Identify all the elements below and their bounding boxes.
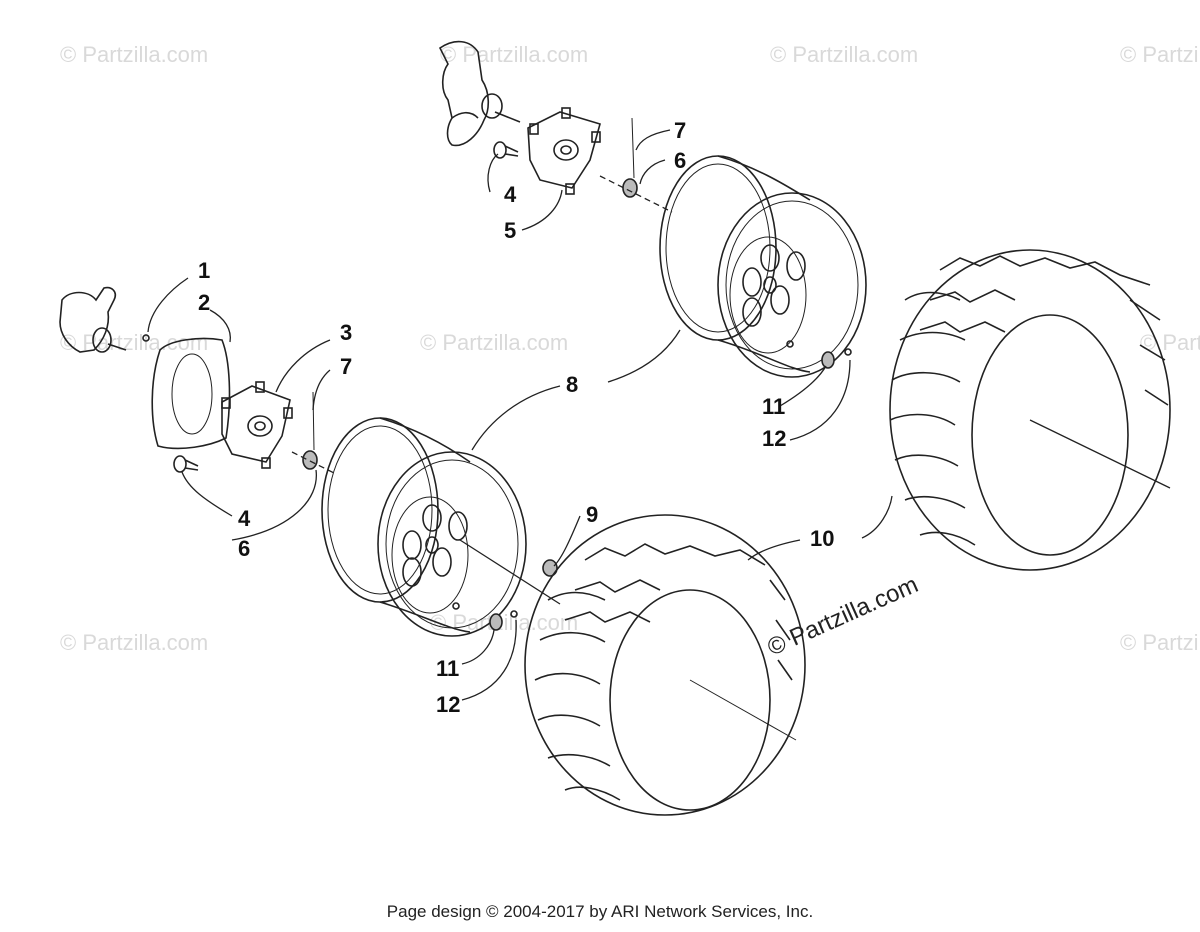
lower-hub — [221, 381, 293, 469]
lower-rim-nut — [542, 559, 558, 577]
watermark: © Partzilla.com — [60, 630, 208, 655]
callout-number: 1 — [198, 258, 210, 283]
upper-steering-knuckle — [438, 40, 521, 147]
callout-number: 11 — [436, 656, 459, 681]
watermark: © Partzilla.com — [430, 610, 578, 635]
callout-number: 12 — [762, 426, 786, 451]
callouts: 1 2 3 7 4 6 8 7 6 4 5 11 12 9 10 11 12 — [198, 118, 834, 717]
watermark: © Partzilla.com — [440, 42, 588, 67]
lower-lug-nut — [302, 391, 318, 470]
page-footer: Page design © 2004-2017 by ARI Network S… — [386, 902, 814, 921]
callout-number: 10 — [810, 526, 834, 551]
upper-tire — [889, 249, 1171, 571]
watermark: © Partzilla.com — [1120, 42, 1200, 67]
watermark-partzilla: © Partzilla.com — [763, 571, 922, 661]
callout-number: 4 — [238, 506, 251, 531]
lower-valve-stem — [489, 610, 518, 631]
brake-disc — [142, 334, 231, 450]
watermarks: © Partzilla.com © Partzilla.com © Partzi… — [60, 42, 1200, 655]
lower-steering-knuckle — [59, 286, 127, 353]
callout-number: 5 — [504, 218, 516, 243]
watermark: © Partzilla.com — [770, 42, 918, 67]
watermark: © Partzilla.com — [420, 330, 568, 355]
watermark: © Partzilla.com — [60, 42, 208, 67]
callout-number: 12 — [436, 692, 460, 717]
lower-wheel-rim — [321, 417, 527, 637]
callout-number: 7 — [340, 354, 352, 379]
callout-number: 3 — [340, 320, 352, 345]
callout-number: 11 — [762, 394, 785, 419]
upper-valve-stem — [821, 348, 852, 369]
callout-number: 8 — [566, 372, 578, 397]
callout-number: 6 — [238, 536, 250, 561]
callout-number: 9 — [586, 502, 598, 527]
upper-wheel-rim — [659, 155, 867, 378]
callout-number: 6 — [674, 148, 686, 173]
leader-lines — [147, 129, 893, 701]
lower-hub-stud — [173, 455, 199, 473]
lower-tire — [524, 514, 806, 816]
callout-number: 7 — [674, 118, 686, 143]
watermark: © Partzilla.com — [1120, 630, 1200, 655]
upper-hub-stud — [493, 141, 519, 159]
callout-number: 2 — [198, 290, 210, 315]
upper-lug-nut — [622, 117, 638, 198]
upper-hub — [527, 107, 601, 195]
callout-number: 4 — [504, 182, 517, 207]
